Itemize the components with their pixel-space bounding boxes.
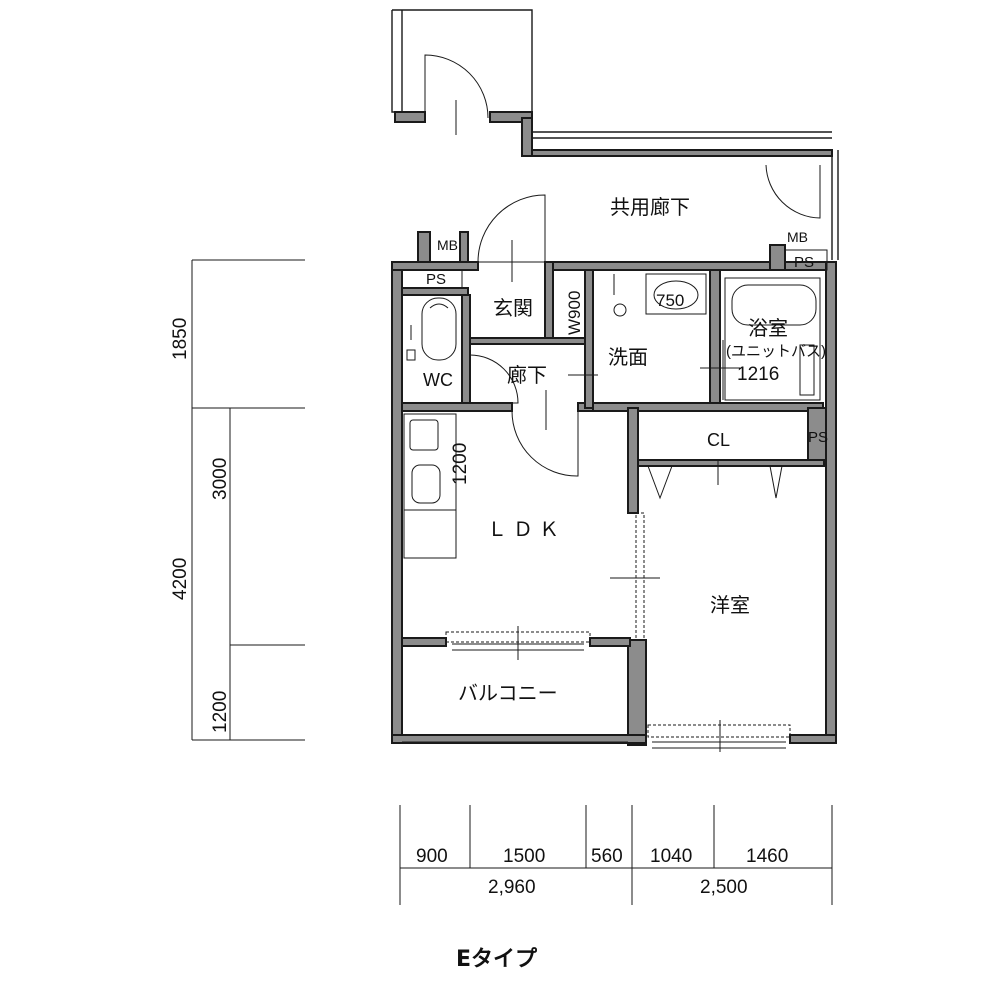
- mb-left-label: MB: [437, 237, 458, 253]
- storage-width-label: W900: [565, 291, 584, 335]
- wc-door: [469, 354, 519, 404]
- windows: [402, 512, 791, 749]
- left-dimension-lines: [191, 259, 305, 741]
- ps-left-label: PS: [426, 271, 446, 288]
- entrance-door: [477, 194, 546, 282]
- bottom-dimension-lines: [399, 805, 833, 905]
- unit-walls: [391, 231, 837, 746]
- center-marks: [517, 367, 740, 752]
- bottom-dim-560: 560: [591, 846, 623, 867]
- bottom-dim-1040: 1040: [650, 846, 692, 867]
- right-corridor-door: [765, 164, 821, 219]
- ldk-label: ＬＤＫ: [487, 517, 565, 541]
- left-dim-1850: 1850: [170, 318, 191, 360]
- balcony-label: バルコニー: [458, 681, 558, 705]
- bathtub: [722, 277, 821, 401]
- western-room-label: 洋室: [710, 593, 750, 617]
- ps-right-label: PS: [794, 254, 814, 271]
- kitchen-length-label: 1200: [450, 443, 471, 485]
- washroom-label: 洗面: [608, 345, 648, 369]
- bottom-dim-900: 900: [416, 846, 448, 867]
- plan-type-title: Eタイプ: [456, 947, 538, 972]
- toilet: [406, 297, 457, 361]
- washbasin-size-label: 750: [656, 291, 684, 310]
- closet-doors: [647, 460, 783, 500]
- left-dim-4200: 4200: [170, 558, 191, 600]
- kitchen-counter: [403, 413, 457, 559]
- bottom-dim-1500: 1500: [503, 846, 545, 867]
- shoe-storage: [552, 269, 586, 339]
- left-dim-3000: 3000: [210, 458, 231, 500]
- bath-label: 浴室: [748, 316, 788, 340]
- bath-size-label: 1216: [737, 364, 779, 385]
- hallway-label: 廊下: [507, 363, 547, 387]
- left-dim-1200: 1200: [210, 691, 231, 733]
- bath-note-label: (ユニットバス): [726, 343, 826, 360]
- closet-label: CL: [707, 430, 730, 450]
- common-corridor-label: 共用廊下: [610, 195, 690, 219]
- bottom-total-2960: 2,960: [488, 877, 536, 898]
- bottom-total-2500: 2,500: [700, 877, 748, 898]
- common-corridor-structure: [391, 9, 839, 260]
- washbasin: [613, 273, 707, 317]
- upper-door: [424, 54, 489, 135]
- entrance-label: 玄関: [493, 296, 533, 320]
- ps-closet-label: PS: [808, 429, 828, 446]
- mb-right-label: MB: [787, 229, 808, 245]
- wc-label: WC: [423, 370, 453, 390]
- ldk-door: [511, 390, 579, 477]
- bottom-dim-1460: 1460: [746, 846, 788, 867]
